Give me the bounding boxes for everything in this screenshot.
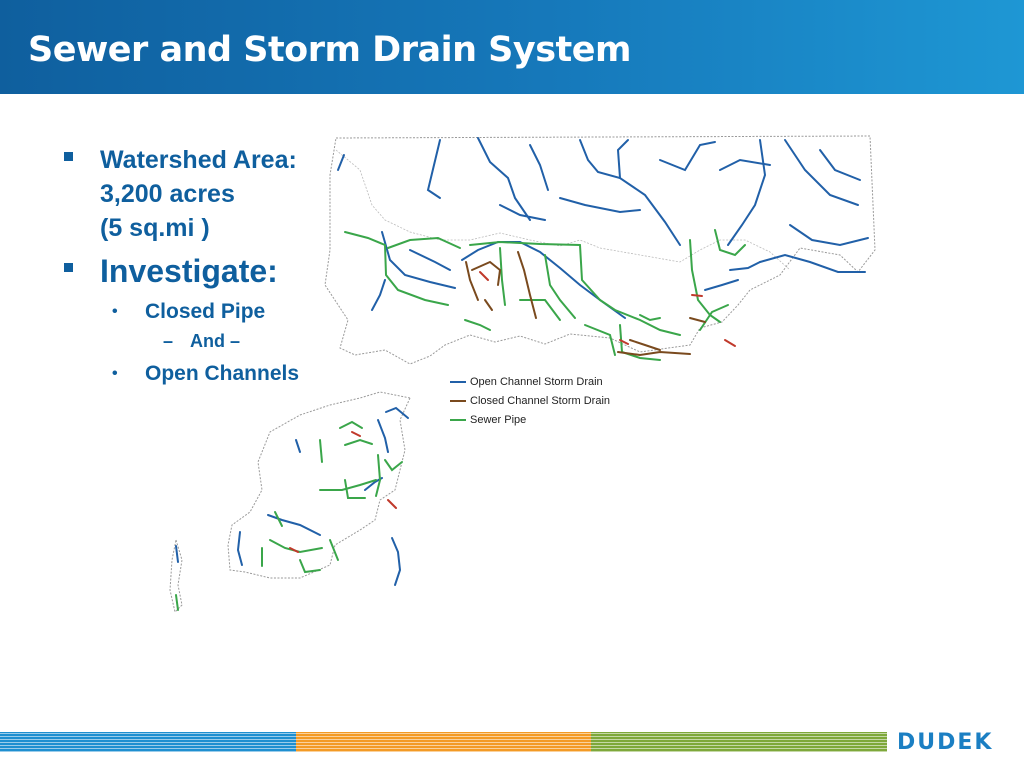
bullet-watershed: Watershed Area: 3,200 acres (5 sq.mi )	[62, 143, 342, 245]
bullet-list: Watershed Area: 3,200 acres (5 sq.mi ) I…	[62, 143, 342, 389]
open-channel-network	[175, 137, 869, 586]
watershed-sqmi: (5 sq.mi )	[100, 214, 210, 242]
closed-channel-red-segments	[289, 271, 736, 553]
legend-label: Open Channel Storm Drain	[470, 376, 603, 388]
bullet-and: – And –	[62, 327, 342, 355]
square-bullet-icon	[64, 263, 73, 272]
footer-bar-orange	[296, 732, 591, 752]
dudek-logo: DUDEK	[897, 730, 994, 755]
dot-bullet-icon: •	[112, 365, 118, 382]
watershed-map	[169, 135, 876, 613]
closed-channel-network	[465, 251, 706, 357]
header-banner: Sewer and Storm Drain System	[0, 0, 1024, 94]
legend-item-sewer-pipe: Sewer Pipe	[450, 411, 610, 430]
watershed-acres: 3,200 acres	[100, 180, 235, 208]
dash-bullet-icon: –	[163, 331, 174, 351]
legend-label: Closed Channel Storm Drain	[470, 395, 611, 407]
brown-line-icon	[450, 400, 466, 402]
map-legend: Open Channel Storm Drain Closed Channel …	[450, 373, 610, 430]
watershed-label: Watershed Area:	[100, 146, 297, 174]
bullet-investigate: Investigate:	[62, 249, 342, 293]
north-watershed-boundary	[324, 135, 876, 365]
investigate-label: Investigate:	[100, 253, 278, 289]
green-line-icon	[450, 419, 466, 421]
blue-line-icon	[450, 381, 466, 383]
open-channels-label: Open Channels	[145, 362, 300, 385]
closed-pipe-label: Closed Pipe	[145, 300, 266, 323]
sewer-pipe-network	[175, 229, 746, 611]
bullet-closed-pipe: • Closed Pipe	[62, 297, 342, 327]
legend-item-open-channel: Open Channel Storm Drain	[450, 373, 610, 392]
north-inner-boundary	[335, 149, 791, 271]
square-bullet-icon	[64, 152, 73, 161]
bullet-open-channels: • Open Channels	[62, 359, 342, 389]
footer-bar-green	[591, 732, 887, 752]
page-title: Sewer and Storm Drain System	[28, 30, 631, 70]
legend-item-closed-channel: Closed Channel Storm Drain	[450, 392, 610, 411]
dot-bullet-icon: •	[112, 303, 118, 320]
south-watershed-boundary	[227, 391, 411, 579]
legend-label: Sewer Pipe	[470, 414, 527, 426]
footer-bar-blue	[0, 732, 296, 752]
and-label: And –	[190, 331, 241, 351]
